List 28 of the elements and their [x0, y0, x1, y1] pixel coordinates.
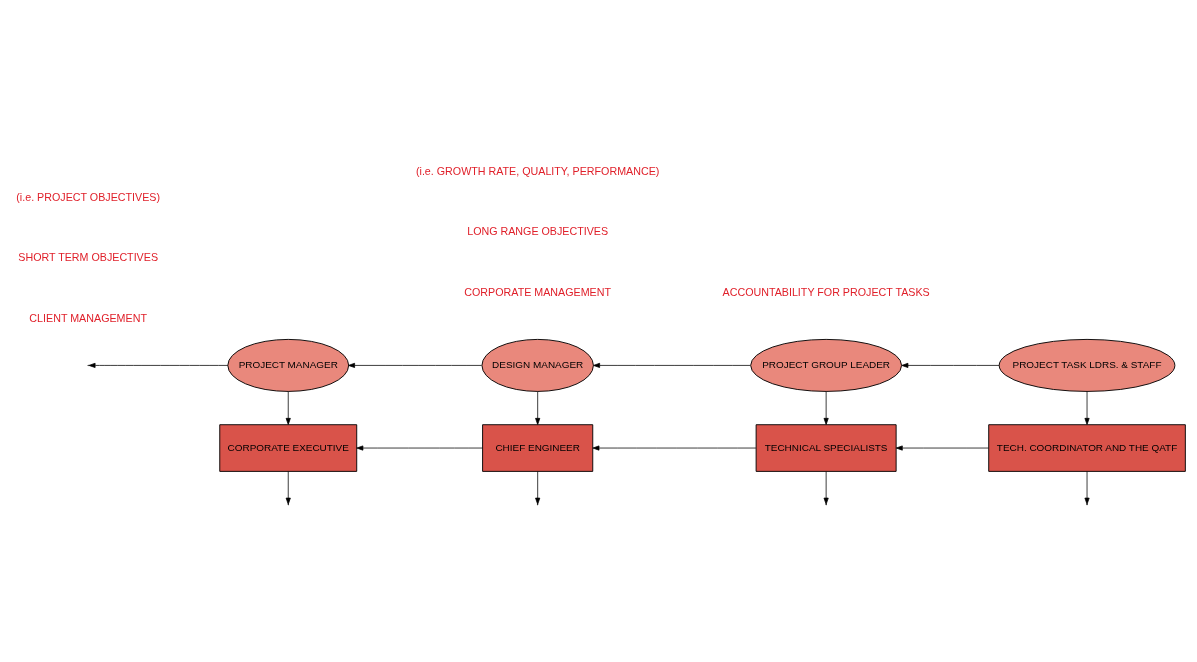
node-ellipse: PROJECT TASK LDRS. & STAFF [998, 338, 1176, 392]
label: CORPORATE MANAGEMENT [464, 285, 612, 298]
arrow [535, 470, 541, 505]
node-box: TECHNICAL SPECIALISTS [755, 423, 897, 472]
arrow [356, 445, 483, 451]
node-ellipse: DESIGN MANAGER [481, 338, 594, 392]
label: ACCOUNTABILITY FOR PROJECT TASKS [722, 285, 930, 298]
arrow [535, 390, 541, 425]
node-box: TECH. COORDINATOR AND THE QATF [988, 423, 1186, 472]
node-ellipse: PROJECT GROUP LEADER [750, 338, 903, 392]
arrow [823, 390, 829, 425]
arrow [348, 362, 482, 368]
arrow [593, 362, 751, 368]
label: (i.e. PROJECT OBJECTIVES) [16, 190, 161, 203]
node-box: CHIEF ENGINEER [482, 423, 594, 472]
label: (i.e. GROWTH RATE, QUALITY, PERFORMANCE) [415, 164, 660, 177]
label: CLIENT MANAGEMENT [29, 311, 147, 324]
arrow [285, 470, 291, 505]
node-box: CORPORATE EXECUTIVE [219, 423, 358, 472]
label: SHORT TERM OBJECTIVES [18, 250, 159, 263]
node-ellipse: PROJECT MANAGER [227, 338, 350, 392]
label: LONG RANGE OBJECTIVES [467, 224, 609, 237]
arrow [901, 362, 1000, 368]
arrow [285, 390, 291, 425]
arrow [895, 445, 989, 451]
arrow [823, 470, 829, 505]
arrow [1084, 390, 1090, 425]
arrow [592, 445, 757, 451]
